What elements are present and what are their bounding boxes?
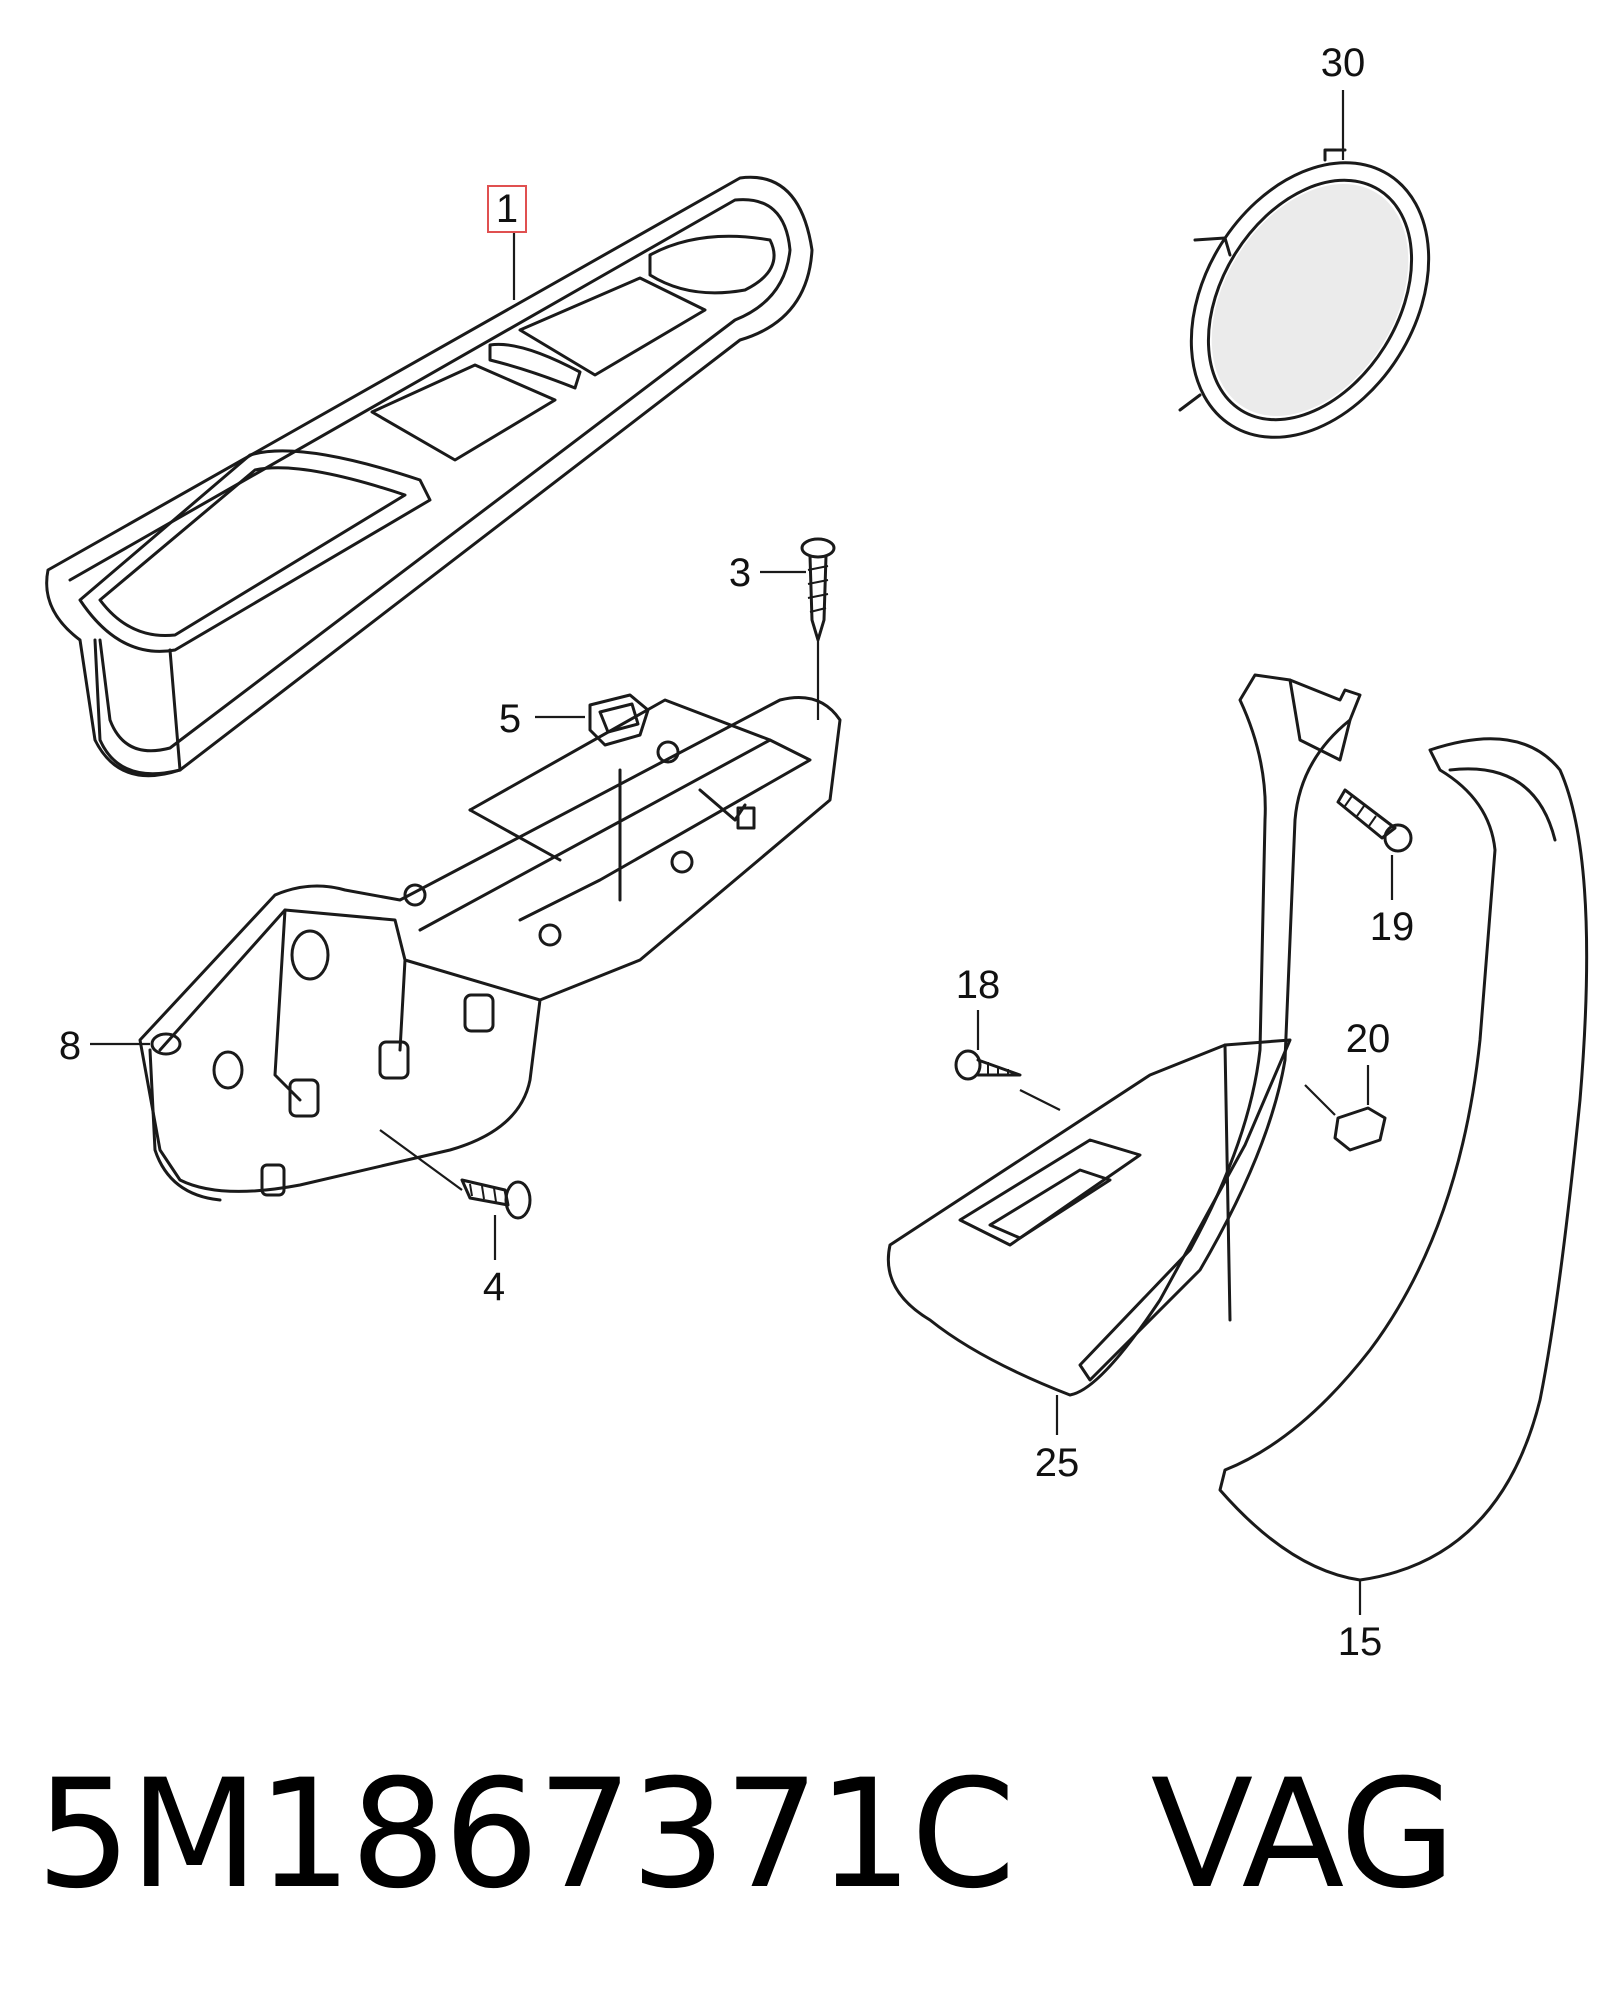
nut-8 xyxy=(150,1032,182,1056)
clip-20 xyxy=(1333,1106,1387,1152)
callout-20: 20 xyxy=(1346,1017,1391,1061)
callout-8: 8 xyxy=(59,1024,81,1068)
callout-25: 25 xyxy=(1035,1441,1080,1485)
callout-4: 4 xyxy=(483,1265,505,1309)
armrest-trim-panel xyxy=(45,175,814,778)
switch-panel-trim xyxy=(886,1038,1292,1397)
screw-4 xyxy=(460,1178,532,1220)
exploded-parts-diagram: 1 30 3 5 8 4 18 19 20 25 15 xyxy=(45,41,1589,1664)
switch-housing xyxy=(138,696,842,1202)
callout-3: 3 xyxy=(729,551,751,595)
callout-18: 18 xyxy=(956,963,1001,1007)
callout-1-highlight xyxy=(487,185,527,233)
brand-name: VAG xyxy=(1150,1748,1456,1922)
door-trim-strip xyxy=(1078,673,1589,1582)
callout-30: 30 xyxy=(1321,41,1366,85)
screw-18 xyxy=(954,1049,1022,1081)
screw-3 xyxy=(800,537,836,642)
leader-lines xyxy=(90,90,1394,1615)
screw-19 xyxy=(1336,788,1413,853)
callout-labels: 1 30 3 5 8 4 18 19 20 25 15 xyxy=(59,41,1414,1664)
speaker-grille xyxy=(1178,148,1431,439)
part-number-caption: 5M1867371C VAG xyxy=(36,1760,1456,1910)
clip-5 xyxy=(588,693,650,747)
callout-15: 15 xyxy=(1338,1620,1383,1664)
callout-1: 1 xyxy=(496,187,518,231)
part-number: 5M1867371C xyxy=(36,1748,1016,1922)
callout-19: 19 xyxy=(1370,905,1415,949)
callout-5: 5 xyxy=(499,697,521,741)
